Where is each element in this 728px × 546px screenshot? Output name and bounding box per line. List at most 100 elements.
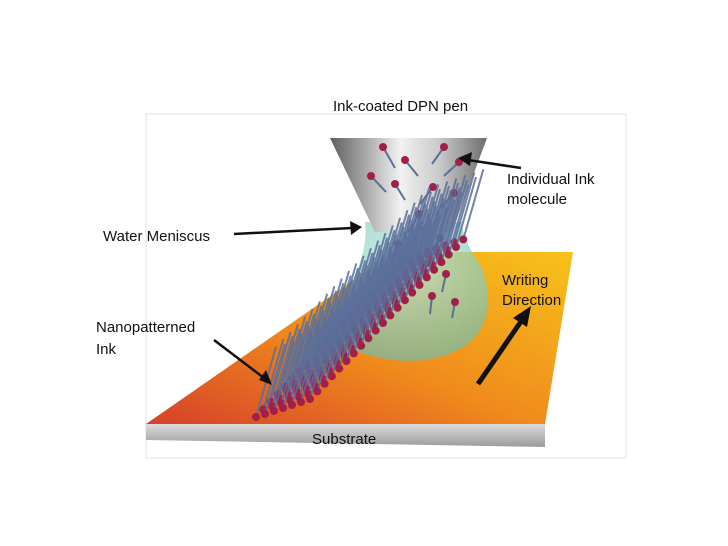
ink-molecule bbox=[451, 298, 459, 306]
ink-molecule-tail bbox=[416, 210, 439, 281]
writing-label-line1: Writing bbox=[502, 272, 549, 289]
ink-molecule-tail bbox=[289, 330, 312, 401]
nanopatterned-label-line1: Nanopatterned bbox=[96, 319, 196, 336]
ink-molecule-head bbox=[452, 243, 460, 251]
ink-molecule-head bbox=[252, 413, 260, 421]
nanopatterned-label-line2: Ink bbox=[96, 341, 117, 358]
ink-molecule-tail bbox=[271, 336, 294, 407]
ink-molecule-tail bbox=[309, 328, 331, 400]
ink-molecule-head bbox=[437, 258, 446, 267]
ink-molecule-tail bbox=[438, 187, 461, 258]
ink-molecule-head bbox=[342, 357, 351, 365]
ink-molecule-tail bbox=[351, 278, 374, 350]
annotation-arrows bbox=[213, 152, 531, 386]
ink-molecule-head bbox=[261, 410, 269, 418]
ink-molecule-tail bbox=[453, 172, 476, 243]
ink-molecule-tail bbox=[387, 240, 410, 312]
ink-molecule-head bbox=[459, 235, 468, 244]
ink-molecule-head bbox=[408, 288, 417, 297]
ink-molecule-tail bbox=[314, 316, 337, 388]
molecule-label-line2: molecule bbox=[507, 191, 568, 208]
ink-molecule-tail bbox=[264, 343, 286, 415]
ink-molecule-tail bbox=[462, 169, 485, 240]
ink-molecule-tail bbox=[382, 252, 404, 324]
ink-molecule-tail bbox=[330, 305, 353, 377]
ink-molecule-tail bbox=[403, 229, 426, 301]
ink-molecule-head bbox=[357, 341, 366, 350]
ink-molecule-tail bbox=[402, 225, 425, 296]
ink-molecule-head bbox=[379, 319, 387, 327]
ink-molecule-tail bbox=[336, 293, 359, 365]
ink-molecule-tail bbox=[365, 263, 388, 334]
ink-molecule-head bbox=[313, 387, 322, 396]
ink-molecule-head bbox=[400, 296, 409, 305]
ink-molecule-head bbox=[430, 265, 439, 274]
ink-molecule-tail bbox=[329, 301, 352, 372]
ink-molecule bbox=[379, 143, 387, 151]
ink-molecule-tail bbox=[345, 290, 368, 362]
ink-molecule-head bbox=[327, 372, 336, 381]
ink-molecule-head bbox=[444, 250, 453, 259]
ink-molecule-tail bbox=[396, 237, 419, 309]
ink-molecule-tail bbox=[446, 179, 468, 251]
ink-molecule-head bbox=[386, 311, 395, 320]
ink-molecule-head bbox=[349, 349, 358, 358]
ink-molecule-head bbox=[415, 281, 424, 289]
ink-molecule-tail bbox=[367, 267, 390, 339]
pen-label: Ink-coated DPN pen bbox=[333, 98, 469, 115]
ink-molecule-head bbox=[288, 401, 296, 409]
ink-molecule-tail bbox=[440, 191, 463, 263]
ink-molecule-tail bbox=[360, 275, 383, 347]
ink-molecule-tail bbox=[424, 202, 447, 274]
ink-molecule-tail bbox=[374, 260, 397, 331]
ink-molecule-head bbox=[422, 273, 431, 282]
ink-molecule-tail bbox=[409, 217, 432, 289]
ink-molecule-head bbox=[297, 398, 305, 406]
ink-molecule-tail bbox=[425, 207, 448, 278]
ink-molecule-head bbox=[335, 364, 344, 373]
ink-molecule bbox=[428, 292, 436, 300]
ink-molecule-tail bbox=[316, 321, 339, 392]
ink-molecule-tail bbox=[394, 232, 417, 304]
writing-direction-arrow bbox=[475, 318, 525, 386]
writing-direction-arrow-head bbox=[513, 306, 531, 327]
nanopatterned-pointer-head bbox=[259, 370, 272, 385]
ink-molecule-tail bbox=[338, 298, 361, 369]
ink-molecule-tail bbox=[418, 214, 441, 286]
ink-molecule-tail bbox=[323, 313, 346, 385]
ink-molecule-tail bbox=[280, 333, 303, 404]
ink-molecule-tail bbox=[307, 324, 330, 395]
ink-molecule-tail bbox=[358, 270, 381, 342]
ink-molecule-tail bbox=[431, 194, 454, 266]
ink-molecule-tail bbox=[343, 286, 366, 357]
ink-molecule-tail bbox=[273, 340, 295, 412]
ink-molecule-head bbox=[371, 326, 380, 335]
molecule-pointer bbox=[467, 158, 522, 170]
ink-molecule bbox=[429, 183, 437, 191]
ink-molecule-head bbox=[364, 334, 373, 343]
ink-molecule-tail bbox=[380, 248, 403, 319]
ink-molecule-tail bbox=[300, 331, 322, 403]
ink-molecule-head bbox=[270, 407, 278, 415]
ink-molecule-head bbox=[320, 379, 329, 388]
ink-molecule-tail bbox=[389, 245, 412, 316]
ink-molecule-tail bbox=[287, 325, 310, 397]
ink-molecule-tail bbox=[455, 176, 477, 248]
ink-molecule-tail bbox=[296, 322, 319, 394]
ink-molecule-tail bbox=[411, 222, 434, 293]
ink-molecule-tail bbox=[305, 319, 328, 391]
ink-molecule-tail bbox=[282, 337, 304, 409]
meniscus-label: Water Meniscus bbox=[103, 228, 210, 245]
ink-molecule bbox=[367, 172, 375, 180]
ink-molecule-tail bbox=[433, 199, 456, 271]
meniscus-pointer-head bbox=[350, 221, 362, 235]
ink-molecule-tail bbox=[321, 308, 344, 380]
writing-label-line2: Direction bbox=[502, 292, 562, 309]
ink-molecule-head bbox=[393, 303, 402, 312]
ink-molecule bbox=[442, 270, 450, 278]
ink-molecule bbox=[440, 143, 448, 151]
ink-molecule-tail bbox=[298, 327, 321, 398]
ink-molecule-tail bbox=[352, 283, 375, 354]
ink-molecule-tail bbox=[447, 184, 470, 255]
